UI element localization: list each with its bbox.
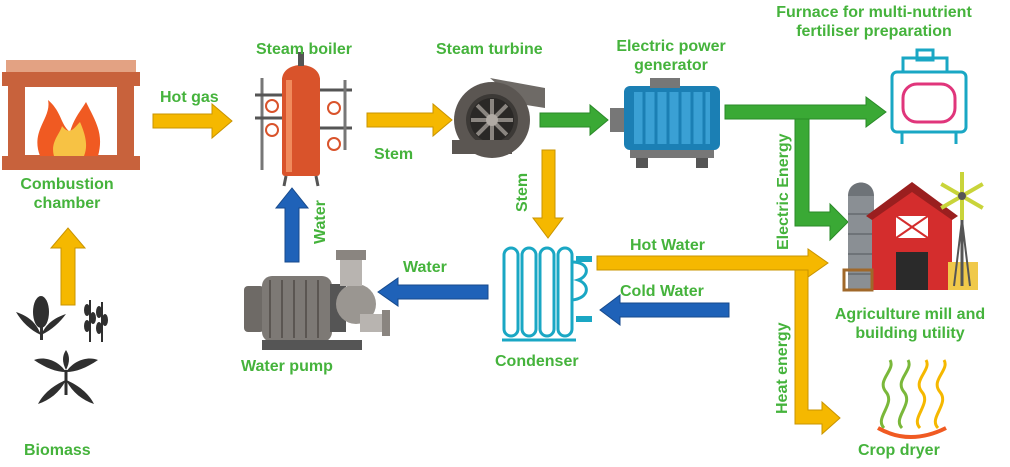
arrow-cold-water xyxy=(599,294,730,326)
arrow-generator-to-farm xyxy=(794,118,849,242)
dryer-icon xyxy=(872,358,948,439)
furnace-icon xyxy=(890,48,968,144)
generator-label-line1: Electric power xyxy=(616,38,726,55)
furnace-label: Furnace for multi-nutrient fertiliser pr… xyxy=(756,3,992,41)
arrow-turbine-to-condenser xyxy=(532,149,564,239)
boiler-icon xyxy=(255,52,352,187)
combustion-label-line2: chamber xyxy=(33,195,101,212)
biomass-label: Biomass xyxy=(24,442,91,459)
hot-water-label: Hot Water xyxy=(630,237,705,254)
generator-icon xyxy=(610,78,720,168)
steam-turbine-label: Steam turbine xyxy=(436,41,543,58)
fireplace-icon xyxy=(2,60,140,170)
steam-boiler-label: Steam boiler xyxy=(256,41,353,58)
arrow-biomass-to-chamber xyxy=(49,227,87,306)
hot-gas-label: Hot gas xyxy=(160,89,219,106)
stem-label-2: Stem xyxy=(514,172,531,212)
electric-energy-label: Electric Energy xyxy=(775,133,792,251)
arrow-heat-to-dryer xyxy=(794,269,841,436)
combustion-chamber-label: Combustion chamber xyxy=(0,175,134,213)
condenser-icon xyxy=(502,246,592,342)
cold-water-label: Cold Water xyxy=(620,283,704,300)
arrow-generator-to-furnace xyxy=(724,96,887,128)
generator-label: Electric power generator xyxy=(596,37,746,75)
arrow-hot-water xyxy=(596,248,829,278)
water-pump-label: Water pump xyxy=(241,358,333,375)
farm-label-line1: Agriculture mill and xyxy=(834,306,986,323)
farm-label-line2: building utility xyxy=(855,325,965,342)
arrow-condenser-to-pump xyxy=(377,277,489,307)
arrow-hot-gas xyxy=(152,102,233,140)
arrow-pump-to-boiler xyxy=(274,187,310,263)
heat-energy-label: Heat energy xyxy=(774,322,791,414)
arrow-turbine-to-generator xyxy=(539,103,609,137)
crop-dryer-label: Crop dryer xyxy=(858,442,940,459)
barn-icon xyxy=(842,172,984,292)
plants-icon xyxy=(16,296,108,404)
turbine-icon xyxy=(452,78,545,158)
generator-label-line2: generator xyxy=(634,57,708,74)
stem-label-1: Stem xyxy=(374,146,414,163)
pump-icon xyxy=(244,250,390,350)
furnace-label-line2: fertiliser preparation xyxy=(796,23,952,40)
water-label-up: Water xyxy=(312,200,329,244)
farm-label: Agriculture mill and building utility xyxy=(812,305,1008,343)
arrow-boiler-to-turbine xyxy=(366,102,453,138)
combustion-label-line1: Combustion xyxy=(20,176,114,193)
furnace-label-line1: Furnace for multi-nutrient xyxy=(776,4,972,21)
condenser-label: Condenser xyxy=(495,353,579,370)
water-label-left: Water xyxy=(403,259,447,276)
